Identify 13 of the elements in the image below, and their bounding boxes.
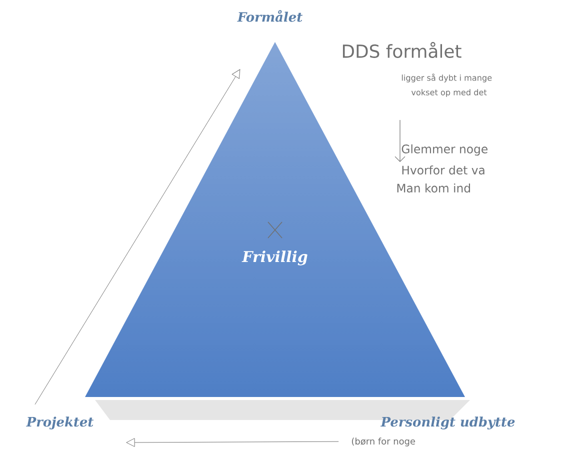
arrow <box>126 438 339 447</box>
corner-label: Projektet <box>26 416 94 430</box>
handwritten-note: Hvorfor det va <box>402 165 484 174</box>
handwritten-note: Glemmer noge <box>402 144 488 156</box>
handwritten-note: Man kom ind <box>397 183 470 192</box>
corner-label: Formålet <box>237 10 302 22</box>
handwritten-note: DDS formålet <box>342 42 462 58</box>
corner-label: Personligt udbytte <box>380 416 515 430</box>
handwritten-note: vokset op med det <box>411 89 487 97</box>
handwritten-note: (børn for noge <box>352 438 416 446</box>
triangle: Frivillig <box>242 222 308 266</box>
arrow <box>34 69 240 405</box>
handwritten-note: ligger så dybt i mange <box>402 74 492 82</box>
